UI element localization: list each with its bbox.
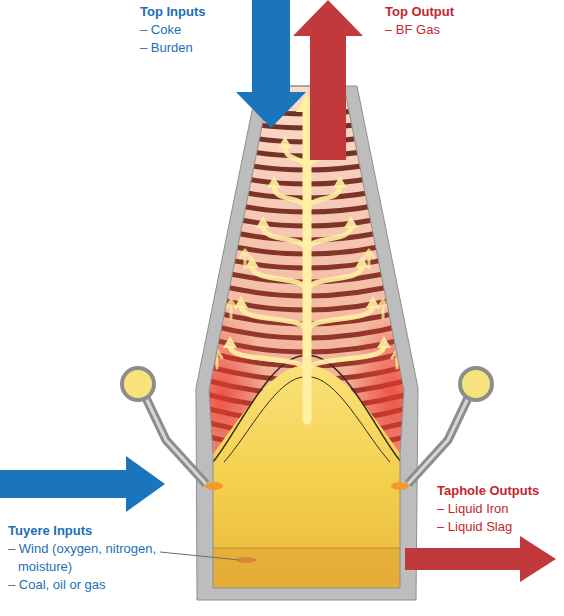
output-arrow bbox=[405, 536, 556, 582]
input-item: – Wind (oxygen, nitrogen, moisture) bbox=[8, 540, 168, 576]
input-item: – Coke bbox=[140, 21, 181, 39]
gas-arrowhead bbox=[278, 136, 292, 148]
gas-branch bbox=[263, 226, 307, 252]
gas-branch bbox=[307, 306, 373, 332]
gas-branch bbox=[307, 346, 384, 372]
output-arrow bbox=[293, 0, 363, 160]
gas-arrowhead bbox=[355, 256, 369, 268]
gas-branch bbox=[307, 186, 340, 212]
input-arrow bbox=[236, 0, 306, 128]
gas-arrowhead bbox=[223, 336, 237, 348]
gas-arrow bbox=[226, 300, 236, 318]
tap-rod bbox=[160, 552, 240, 560]
gas-branch bbox=[307, 266, 362, 292]
output-item: – Liquid Iron bbox=[437, 500, 509, 518]
section-heading: Tuyere Inputs bbox=[8, 522, 92, 540]
section-heading: Top Output bbox=[385, 3, 454, 21]
gas-branch bbox=[252, 266, 307, 292]
section-heading: Taphole Outputs bbox=[437, 482, 539, 500]
gas-arrowhead bbox=[333, 176, 347, 188]
gas-branch bbox=[307, 226, 351, 252]
output-item: – BF Gas bbox=[385, 21, 440, 39]
slag-iron-interface bbox=[213, 548, 400, 549]
liquid-iron-pool bbox=[205, 548, 405, 593]
gas-arrowhead bbox=[267, 176, 281, 188]
gas-arrowhead bbox=[377, 336, 391, 348]
gas-arrow bbox=[240, 250, 250, 268]
gas-branch bbox=[285, 146, 307, 172]
furnace-interior bbox=[177, 80, 437, 600]
output-item: – Liquid Slag bbox=[437, 518, 512, 536]
burden-layer bbox=[180, 92, 434, 114]
gas-branch bbox=[274, 186, 307, 212]
gas-arrowhead bbox=[256, 216, 270, 228]
input-item: – Coal, oil or gas bbox=[8, 576, 106, 594]
furnace-shell bbox=[196, 86, 418, 600]
gas-branch bbox=[241, 306, 307, 332]
gas-arrow bbox=[364, 250, 374, 268]
section-heading: Top Inputs bbox=[140, 3, 205, 21]
tap-flame bbox=[236, 557, 256, 563]
input-item: – Burden bbox=[140, 39, 193, 57]
input-arrow bbox=[0, 456, 165, 512]
gas-arrowhead bbox=[245, 256, 259, 268]
gas-arrowhead bbox=[344, 216, 358, 228]
gas-branch bbox=[230, 346, 307, 372]
tuyere-right bbox=[391, 368, 492, 490]
